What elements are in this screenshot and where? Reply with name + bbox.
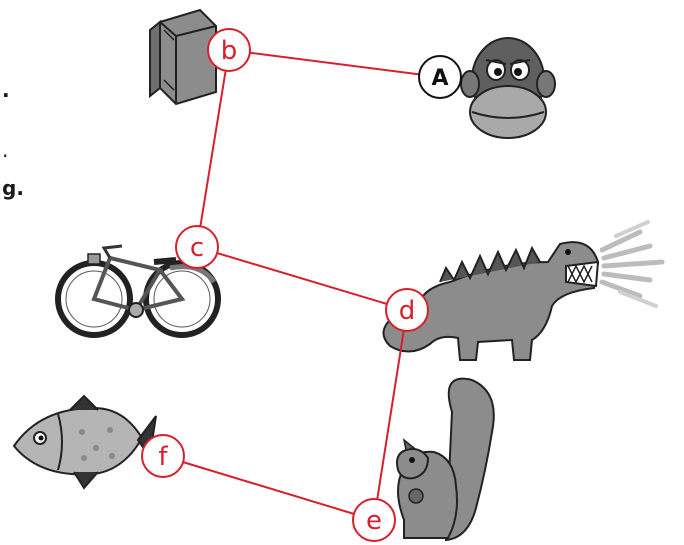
monkey-head-icon [460,37,556,139]
node-e: e [352,498,396,542]
node-b: b [207,28,251,72]
path-segment-d-e [373,309,408,521]
node-circle [352,498,396,542]
node-label: b [221,36,238,66]
node-label: e [366,506,382,536]
node-label: c [190,233,204,263]
path-segment-A-b [228,49,441,78]
node-markers: Ab c d e f [141,28,462,542]
dinosaur-icon [382,220,665,361]
cropped-text-fragment-1: . [2,78,10,102]
node-f: f [141,434,185,478]
connection-path [162,49,441,521]
book-icon [149,8,217,106]
fish-icon [12,394,157,490]
node-A: A [418,55,462,99]
node-circle [207,28,251,72]
path-segment-e-f [162,455,375,521]
node-circle [175,225,219,269]
node-circle [418,55,462,99]
node-circle [385,288,429,332]
path-segment-c-d [196,246,408,311]
cropped-text-fragment-3: g. [2,176,24,200]
squirrel-icon [396,377,495,542]
node-circle [141,434,185,478]
node-d: d [385,288,429,332]
node-label: f [158,442,168,472]
node-label: A [431,66,448,91]
node-label: d [399,296,416,326]
cropped-text-fragment-2: . [2,138,9,162]
path-segment-b-c [196,49,230,248]
node-c: c [175,225,219,269]
